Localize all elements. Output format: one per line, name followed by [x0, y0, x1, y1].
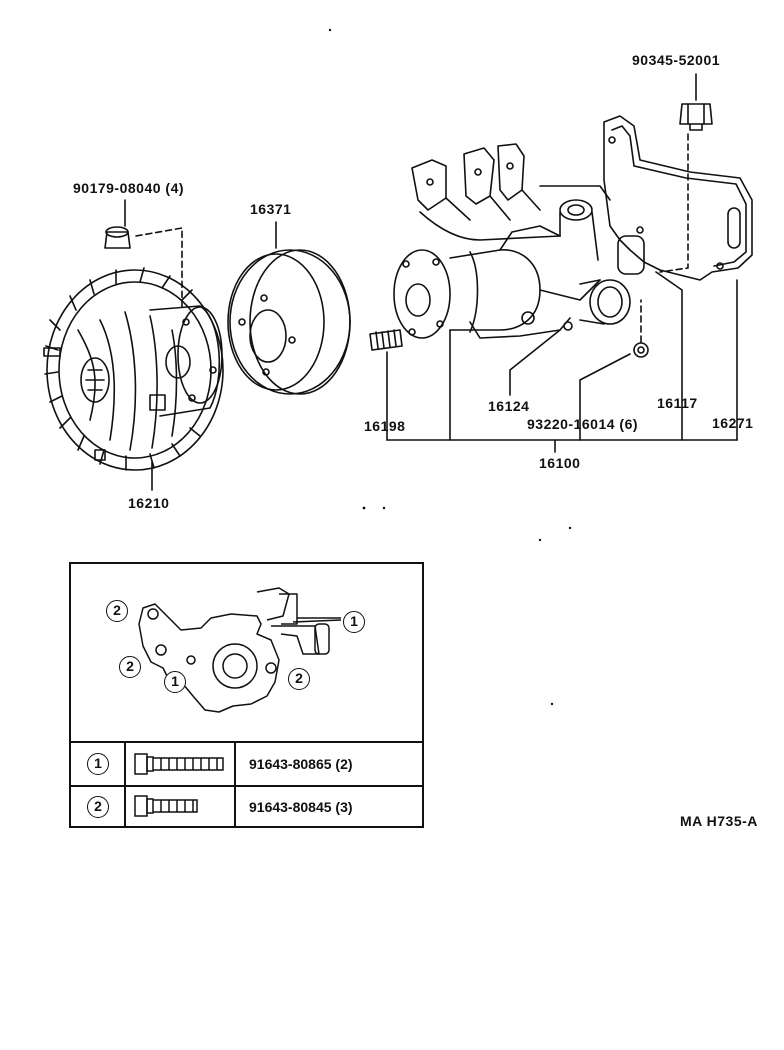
fan-clutch-drawing — [43, 267, 224, 471]
part-label-16271: 16271 — [712, 415, 754, 431]
part-label-90179: 90179-08040 (4) — [73, 180, 185, 196]
diagram-code: MA H735-A — [680, 813, 758, 829]
part-label-16371: 16371 — [250, 201, 292, 217]
callout-2-left: 2 — [119, 656, 141, 678]
bolt-legend-box: 2 1 2 1 2 1 91643-80865 (2) 2 91643-8084… — [69, 562, 424, 828]
legend-row-2-part: 91643-80845 (3) — [249, 799, 353, 815]
flange-nut-drawing — [104, 226, 131, 249]
part-label-16117: 16117 — [657, 395, 698, 411]
gasket-plate-drawing — [603, 115, 753, 281]
legend-row-1-part: 91643-80865 (2) — [249, 756, 353, 772]
callout-1-lower: 1 — [164, 671, 186, 693]
short-bolt-icon — [134, 795, 198, 817]
callout-2-right: 2 — [288, 668, 310, 690]
bolt-90345-drawing — [679, 103, 713, 131]
legend-table-grid — [71, 741, 422, 826]
long-bolt-icon — [134, 753, 224, 775]
washer-93220-drawing — [633, 342, 649, 358]
part-label-16210: 16210 — [128, 495, 170, 511]
part-label-93220: 93220-16014 (6) — [527, 416, 639, 432]
legend-row-1-number: 1 — [87, 753, 109, 775]
legend-row-2-number: 2 — [87, 796, 109, 818]
callout-1-right: 1 — [343, 611, 365, 633]
pump-inset-drawing — [138, 587, 342, 713]
part-label-16100: 16100 — [539, 455, 581, 471]
part-label-16198: 16198 — [364, 418, 406, 434]
pulley-drawing — [227, 249, 351, 395]
callout-2-top: 2 — [106, 600, 128, 622]
part-label-16124: 16124 — [488, 398, 530, 414]
stud-16198-drawing — [369, 329, 403, 351]
part-label-90345: 90345-52001 — [632, 52, 721, 68]
water-pump-drawing — [393, 143, 631, 339]
